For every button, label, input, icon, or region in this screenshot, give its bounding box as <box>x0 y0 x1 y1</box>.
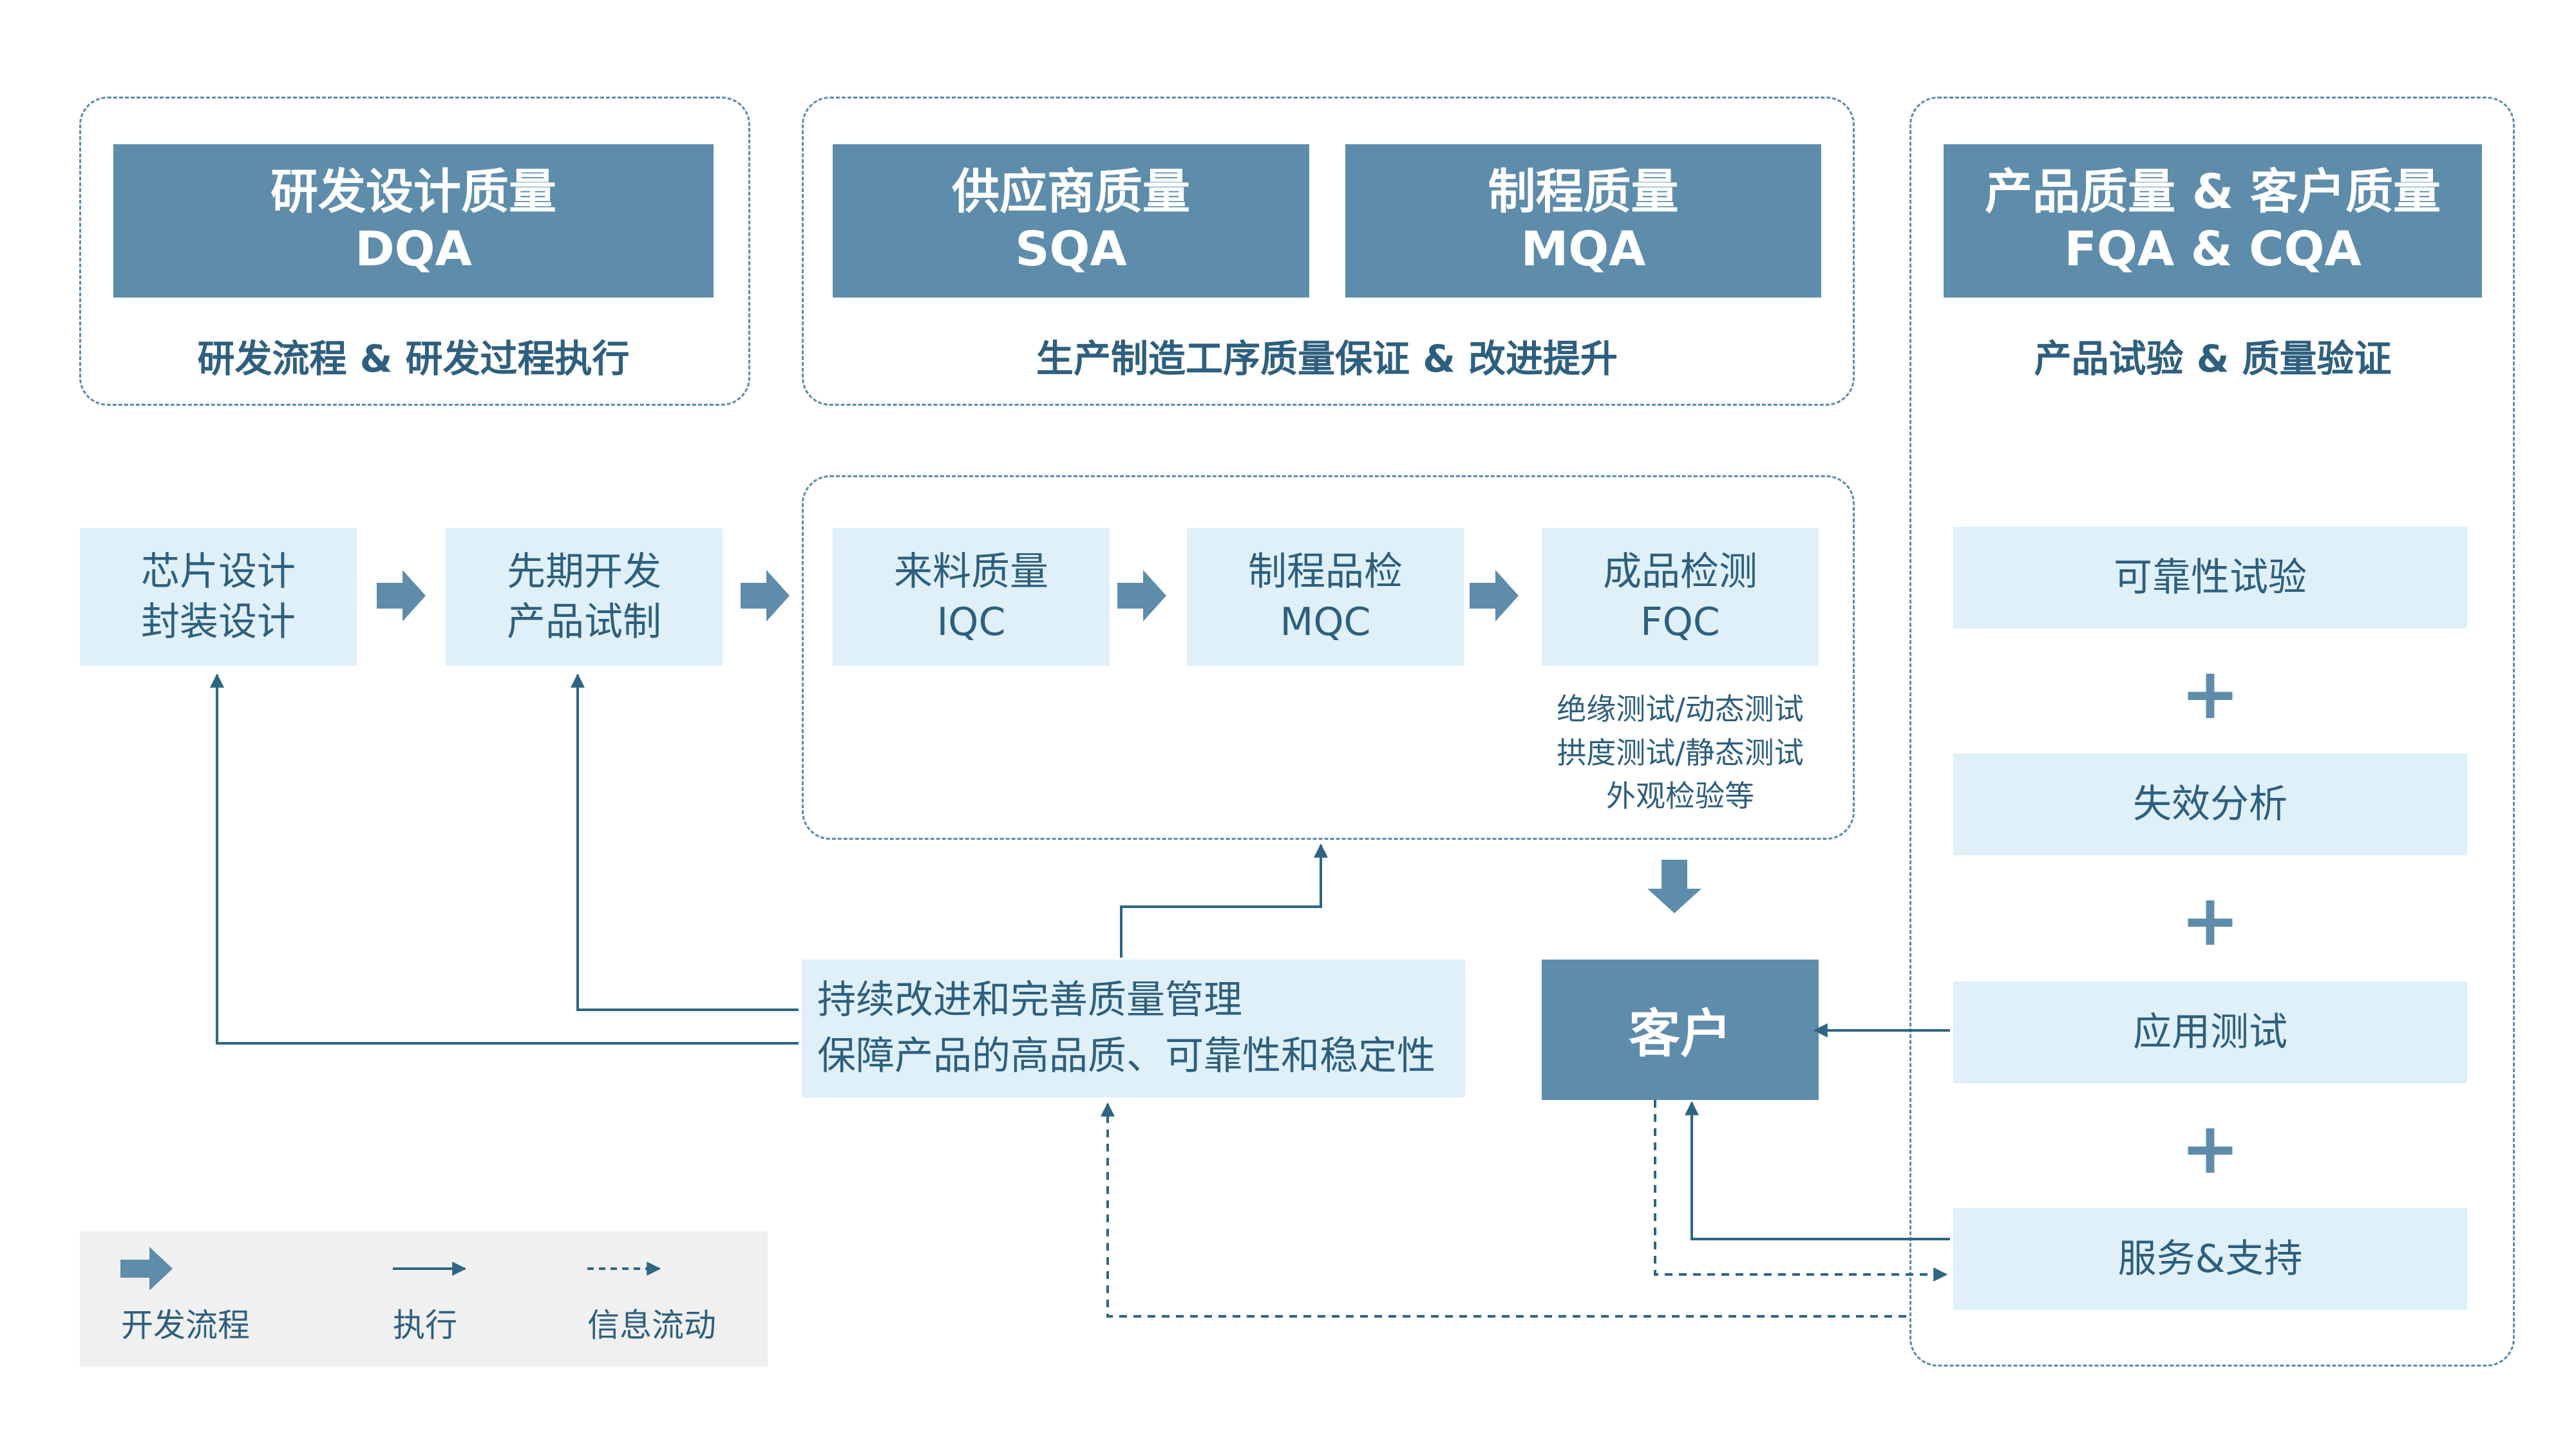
fqa-cqa-title: 产品质量 & 客户质量 <box>1984 164 2441 220</box>
application-test-box: 应用测试 <box>1953 981 2467 1083</box>
dqa-group <box>79 97 750 406</box>
fqc-note-line: 拱度测试/静态测试 <box>1557 735 1804 770</box>
flow-arrow-mqc-to-fqc <box>1470 570 1519 621</box>
package-design-label: 封装设计 <box>141 600 296 645</box>
exec-line-to-chip-design <box>210 673 799 1045</box>
dqa-title: 研发设计质量 <box>270 164 556 220</box>
service-support-box: 服务&支持 <box>1953 1208 2467 1310</box>
exec-line-to-pre-dev <box>571 673 799 1011</box>
dqa-subtitle: 研发流程 & 研发过程执行 <box>197 337 630 381</box>
failure-analysis-box: 失效分析 <box>1953 753 2467 855</box>
plus-icon: + <box>2180 652 2240 735</box>
chip-design-box: 芯片设计 封装设计 <box>80 528 357 666</box>
legend <box>80 1231 768 1367</box>
info-line-customer-to-service <box>1654 1100 1948 1282</box>
pre-dev-label: 先期开发 <box>507 549 661 594</box>
exec-line-to-production <box>1120 843 1328 958</box>
fqc-box: 成品检测 FQC <box>1542 528 1819 666</box>
dqa-header: 研发设计质量 DQA <box>113 144 714 298</box>
legend-dev-flow-label: 开发流程 <box>121 1307 250 1344</box>
fqc-note-line: 外观检验等 <box>1606 779 1754 814</box>
mqc-label: 制程品检 <box>1248 549 1403 594</box>
pre-dev-box: 先期开发 产品试制 <box>446 528 723 666</box>
plus-icon: + <box>2180 1107 2240 1189</box>
customer-box: 客户 <box>1542 960 1819 1100</box>
flow-arrow-chip-to-predev <box>377 570 426 621</box>
improvement-line2: 保障产品的高品质、可靠性和稳定性 <box>817 1034 1435 1079</box>
mqa-code: MQA <box>1520 222 1646 277</box>
fqc-code: FQC <box>1640 600 1720 645</box>
exec-line-service-to-customer <box>1685 1101 1950 1240</box>
production-subtitle: 生产制造工序质量保证 & 改进提升 <box>1036 337 1618 381</box>
fqc-note-line: 绝缘测试/动态测试 <box>1557 692 1804 726</box>
fqa-cqa-group <box>1909 97 2515 1367</box>
dqa-code: DQA <box>355 222 472 277</box>
mqc-box: 制程品检 MQC <box>1187 528 1464 666</box>
production-flow-group <box>802 475 1855 840</box>
fqc-notes: 绝缘测试/动态测试 拱度测试/静态测试 外观检验等 <box>1542 688 1819 819</box>
legend-info-flow-label: 信息流动 <box>587 1307 716 1344</box>
production-group <box>802 97 1855 406</box>
mqc-code: MQC <box>1280 600 1371 645</box>
iqc-box: 来料质量 IQC <box>833 528 1110 666</box>
mqa-header: 制程质量 MQA <box>1345 144 1821 298</box>
improvement-line1: 持续改进和完善质量管理 <box>817 978 1242 1023</box>
fqa-cqa-subtitle: 产品试验 & 质量验证 <box>2034 337 2392 381</box>
legend-execute-label: 执行 <box>393 1307 457 1344</box>
reliability-test-box: 可靠性试验 <box>1953 527 2467 629</box>
improvement-box: 持续改进和完善质量管理 保障产品的高品质、可靠性和稳定性 <box>802 960 1465 1097</box>
flow-arrow-fqc-to-customer <box>1647 860 1701 913</box>
fqc-label: 成品检测 <box>1603 549 1757 594</box>
iqc-code: IQC <box>936 600 1006 645</box>
fqa-cqa-header: 产品质量 & 客户质量 FQA & CQA <box>1944 144 2482 298</box>
sqa-title: 供应商质量 <box>952 164 1190 220</box>
info-line-to-improvement <box>1101 1102 1906 1318</box>
sqa-header: 供应商质量 SQA <box>833 144 1309 298</box>
mqa-title: 制程质量 <box>1488 164 1679 220</box>
fqa-cqa-code: FQA & CQA <box>2064 222 2362 277</box>
plus-icon: + <box>2180 879 2240 961</box>
flow-arrow-iqc-to-mqc <box>1117 570 1166 621</box>
sqa-code: SQA <box>1015 222 1127 277</box>
trial-production-label: 产品试制 <box>507 600 661 645</box>
legend-dev-flow-icon <box>120 1247 173 1291</box>
chip-design-label: 芯片设计 <box>141 549 296 594</box>
flow-arrow-predev-to-production <box>741 570 790 621</box>
iqc-label: 来料质量 <box>894 549 1048 594</box>
